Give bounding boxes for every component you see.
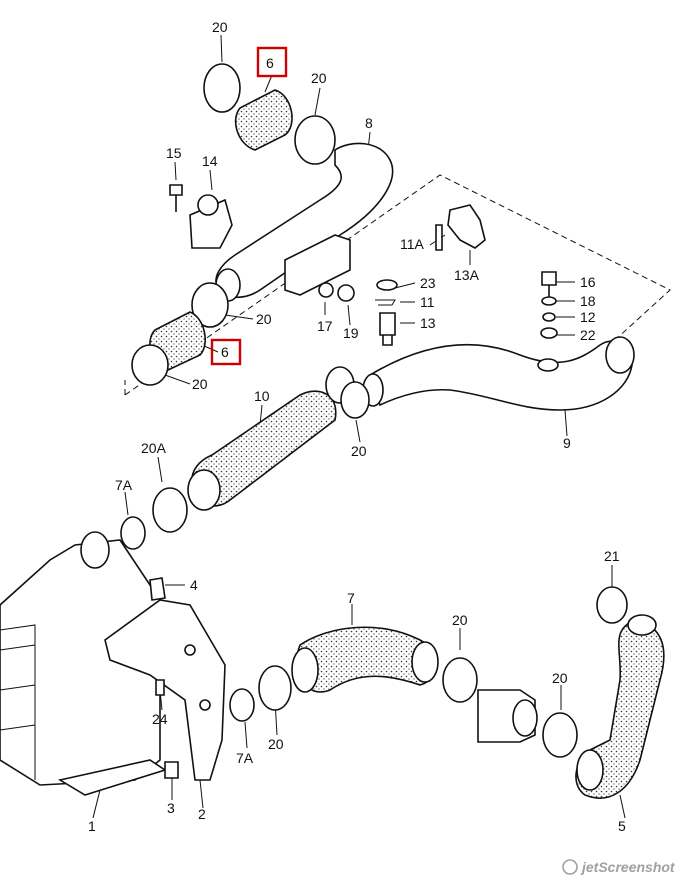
watermark-logo-icon [562, 859, 578, 875]
clip-11 [375, 299, 396, 306]
washer-18 [541, 296, 557, 306]
bolt-15 [169, 184, 183, 212]
coupler-lower-end [512, 699, 538, 737]
label-14: 14 [202, 153, 218, 169]
label-8: 8 [365, 115, 373, 131]
label-5: 5 [618, 818, 626, 834]
bracket-2 [104, 599, 226, 781]
label-21: 21 [604, 548, 620, 564]
pipe-7-end-left [291, 647, 319, 693]
label-2: 2 [198, 806, 206, 822]
sensor-13a [447, 204, 486, 249]
watermark: jetScreenshot [580, 859, 676, 875]
washer-17 [318, 282, 334, 298]
label-15: 15 [166, 145, 182, 161]
coupler-6-top [234, 89, 293, 151]
label-3: 3 [167, 800, 175, 816]
label-19: 19 [343, 325, 359, 341]
pin-24 [155, 679, 165, 696]
label-1: 1 [88, 818, 96, 834]
label-10: 10 [254, 388, 270, 404]
label-20-mid: 20 [256, 311, 272, 327]
label-20a: 20A [141, 440, 167, 456]
bracket-2-hole-a [184, 644, 196, 656]
label-13a: 13A [454, 267, 480, 283]
label-24: 24 [152, 711, 168, 727]
label-7: 7 [347, 590, 355, 606]
label-17: 17 [317, 318, 333, 334]
label-20-top: 20 [212, 19, 228, 35]
label-20-lower-mid: 20 [452, 612, 468, 628]
label-4: 4 [190, 577, 198, 593]
label-18: 18 [580, 293, 596, 309]
label-22: 22 [580, 327, 596, 343]
mount-3 [164, 761, 179, 779]
label-7a-bottom: 7A [236, 750, 254, 766]
hose-10-end [187, 469, 221, 511]
label-16: 16 [580, 274, 596, 290]
label-11: 11 [420, 294, 435, 310]
ring-7a-top [120, 516, 146, 550]
hose-5-top [627, 614, 657, 636]
clamp-20-center-b [340, 381, 370, 419]
pipe-9 [369, 340, 633, 411]
nut-19 [337, 284, 355, 302]
bolt-11a [435, 224, 443, 251]
bolt-16 [541, 271, 557, 298]
bracket-8 [284, 234, 351, 296]
label-11a: 11A [400, 236, 425, 252]
pipe-9-mount [537, 358, 559, 372]
highlight-6-top [256, 46, 288, 78]
label-13: 13 [420, 315, 436, 331]
washer-12 [542, 312, 556, 322]
hose-5-end [576, 749, 604, 791]
hose-8 [215, 142, 394, 299]
intercooler-1-port [80, 531, 110, 569]
bracket-2-hole-b [199, 699, 211, 711]
intercooler-1-core [0, 624, 36, 780]
label-12: 12 [580, 309, 596, 325]
clamp-20a [152, 487, 188, 533]
valve-14-body [197, 194, 219, 216]
label-20-top-right: 20 [311, 70, 327, 86]
leader-lines [92, 34, 626, 819]
label-20-lower-right: 20 [552, 670, 568, 686]
clamp-21 [596, 586, 628, 624]
clamp-20-top [203, 63, 241, 113]
clamp-20-mid [191, 282, 229, 328]
pipe-9-end [605, 336, 635, 374]
highlight-6-bottom [210, 338, 242, 366]
sensor-13 [379, 312, 396, 346]
ring-23 [376, 279, 398, 291]
bush-22 [540, 327, 558, 339]
label-20-mid-low: 20 [192, 376, 208, 392]
label-6-bottom: 6 [221, 344, 229, 360]
mount-4 [149, 577, 166, 601]
label-9: 9 [563, 435, 571, 451]
clamp-20-mid-low [131, 344, 169, 386]
clamp-20-top-right [294, 115, 336, 165]
label-20-center: 20 [351, 443, 367, 459]
clamp-20-lower-right [542, 712, 578, 758]
clamp-20-lower-left [258, 665, 292, 711]
label-6-top: 6 [266, 55, 274, 71]
label-7a-top: 7A [115, 477, 133, 493]
clamp-20-lower-mid [442, 657, 478, 703]
label-23: 23 [420, 275, 436, 291]
ring-7a-bottom [229, 688, 255, 722]
label-20-lower-left: 20 [268, 736, 284, 752]
pipe-7-end-right [411, 641, 439, 683]
